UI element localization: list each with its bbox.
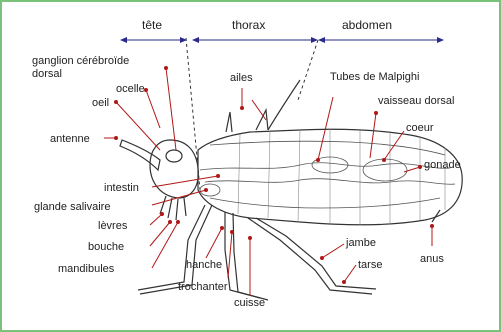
- label-tubes-malpighi: Tubes de Malpighi: [330, 71, 419, 83]
- mandibules-leader-dot: [176, 220, 180, 224]
- levres-leader-dot: [160, 212, 164, 216]
- bouche-leader-dot: [168, 220, 172, 224]
- wing-line: [268, 80, 300, 130]
- ocelle-leader: [146, 90, 160, 128]
- oeil-leader-dot: [114, 100, 118, 104]
- malpighi-leader: [318, 97, 333, 160]
- label-coeur: coeur: [406, 122, 434, 134]
- label-jambe: jambe: [345, 237, 376, 249]
- leg-3-inner: [256, 218, 376, 289]
- abdomen-arrow-right: [437, 37, 444, 43]
- label-glande-salivaire: glande salivaire: [34, 201, 110, 213]
- vaisseau-leader: [370, 113, 376, 158]
- trochanter-leader: [228, 232, 232, 278]
- nerve-cord-line: [210, 198, 440, 208]
- anus-leader-dot: [430, 224, 434, 228]
- label-oeil: oeil: [92, 97, 109, 109]
- section-head-label: tête: [142, 18, 162, 32]
- wing-stub-2: [256, 110, 268, 130]
- section-dividers: [186, 38, 318, 190]
- section-abdomen-label: abdomen: [342, 18, 392, 32]
- dorsal-vessel-line: [210, 141, 445, 155]
- label-ganglion-2: dorsal: [32, 68, 62, 80]
- label-hanche: hanche: [186, 259, 222, 271]
- antenne-leader-dot: [114, 136, 118, 140]
- wing-stub-1: [226, 112, 232, 132]
- label-ocelle: ocelle: [116, 83, 145, 95]
- label-bouche: bouche: [88, 241, 124, 253]
- eye-shape: [166, 150, 182, 162]
- glande-leader-dot: [204, 188, 208, 192]
- cuisse-leader-dot: [248, 236, 252, 240]
- label-antenne: antenne: [50, 133, 90, 145]
- hanche-leader-dot: [220, 226, 224, 230]
- label-mandibules: mandibules: [58, 263, 115, 275]
- ganglion-leader: [166, 68, 176, 150]
- intestin-leader-dot: [216, 174, 220, 178]
- section-arrows: [120, 37, 444, 43]
- head-arrow-right: [180, 37, 187, 43]
- glande-leader: [152, 190, 206, 205]
- ailes-leader: [242, 88, 266, 120]
- coeur-leader-dot: [382, 158, 386, 162]
- label-cuisse: cuisse: [234, 297, 265, 309]
- malpighi-leader-dot: [316, 158, 320, 162]
- head-arrow-left: [120, 37, 127, 43]
- ganglion-leader-dot: [164, 66, 168, 70]
- label-tarse: tarse: [358, 259, 382, 271]
- abdomen-arrow-left: [318, 37, 325, 43]
- vaisseau-leader-dot: [374, 111, 378, 115]
- label-vaisseau-dorsal: vaisseau dorsal: [378, 95, 454, 107]
- hanche-leader: [206, 228, 222, 258]
- ailes-leader-dot: [240, 106, 244, 110]
- label-intestin: intestin: [104, 182, 139, 194]
- label-ailes: ailes: [230, 72, 253, 84]
- thorax-abdomen-divider: [298, 40, 318, 100]
- segment-lines: [238, 129, 445, 225]
- label-ganglion-1: ganglion cérébroïde: [32, 55, 129, 67]
- section-thorax-label: thorax: [232, 18, 265, 32]
- label-trochanter: trochanter: [178, 281, 228, 293]
- gonade-leader-dot: [418, 165, 422, 169]
- thorax-arrow-left: [192, 37, 199, 43]
- mandibules-leader: [152, 222, 178, 268]
- trochanter-leader-dot: [230, 230, 234, 234]
- label-gonade: gonade: [424, 159, 461, 171]
- label-anus: anus: [420, 253, 444, 265]
- tarse-leader-dot: [342, 280, 346, 284]
- jambe-leader: [322, 244, 344, 258]
- gonad-shape: [363, 159, 407, 181]
- coeur-leader: [384, 131, 404, 160]
- salivary-gland-shape: [200, 184, 220, 196]
- label-levres: lèvres: [98, 220, 128, 232]
- antenna-shape: [120, 140, 160, 170]
- levres-leader: [150, 214, 162, 225]
- tarse-leader: [344, 265, 356, 282]
- jambe-leader-dot: [320, 256, 324, 260]
